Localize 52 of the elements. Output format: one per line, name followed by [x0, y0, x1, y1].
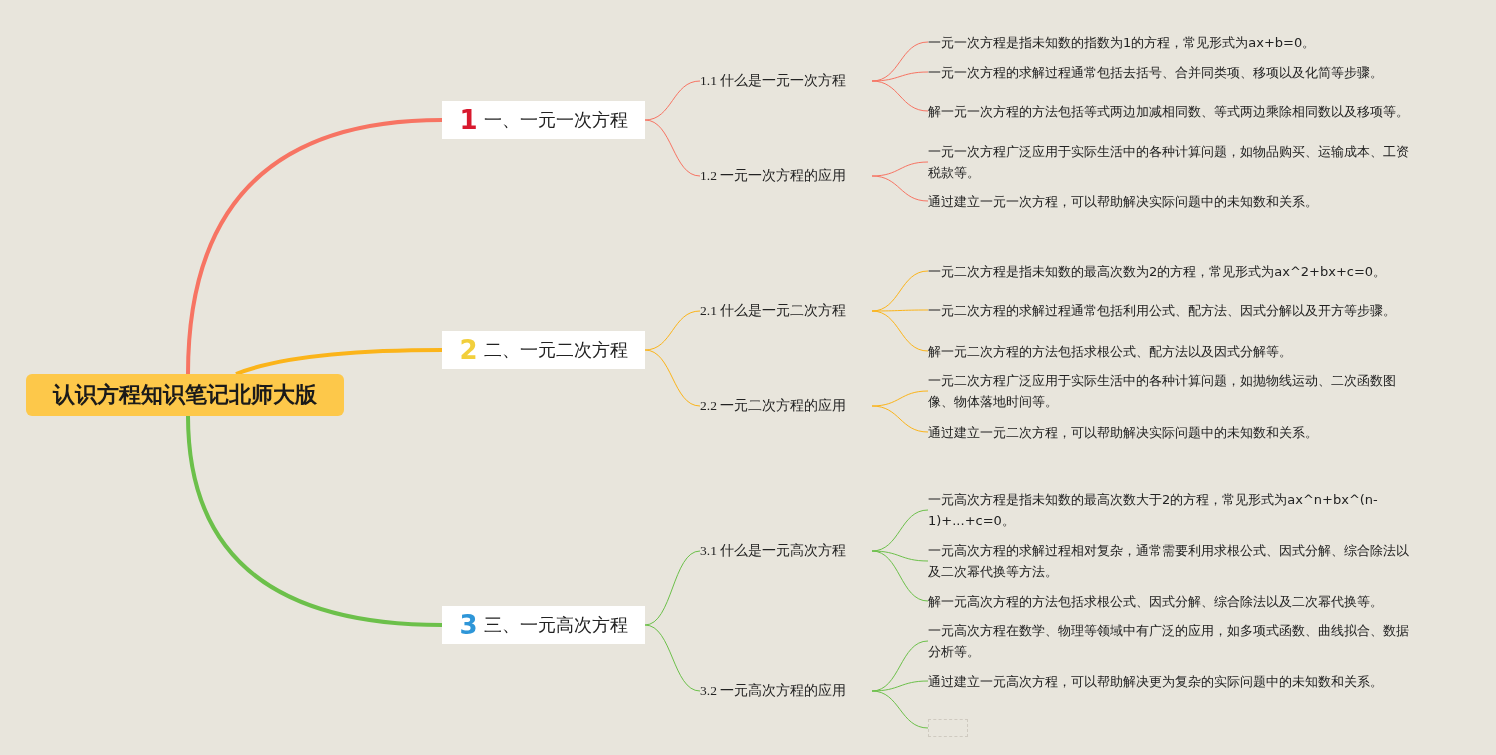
- detail-text: 一元一次方程广泛应用于实际生活中的各种计算问题，如物品购买、运输成本、工资税款等。: [928, 143, 1410, 182]
- connector-line: [871, 690, 929, 729]
- detail-text: 一元高次方程在数学、物理等领域中有广泛的应用，如多项式函数、曲线拟合、数据分析等。: [928, 622, 1410, 661]
- connector-line: [644, 550, 701, 626]
- detail-text: 一元高次方程的求解过程相对复杂，通常需要利用求根公式、因式分解、综合除法以及二次幂代换等方法。: [928, 542, 1410, 581]
- topic-text: 二、一元二次方程: [483, 338, 628, 362]
- detail-text: 解一元高次方程的方法包括求根公式、因式分解、综合除法以及二次幂代换等。: [928, 592, 1383, 611]
- detail-text: 通过建立一元一次方程，可以帮助解决实际问题中的未知数和关系。: [928, 192, 1318, 211]
- subtopic-label: 3.2 一元高次方程的应用: [700, 682, 847, 700]
- main-topic: [442, 331, 645, 369]
- connector-line: [871, 550, 929, 602]
- topic-text: 三、一元高次方程: [483, 613, 628, 637]
- empty-topic: [928, 719, 968, 737]
- connector-line: [871, 550, 929, 562]
- detail-text: 通过建立一元二次方程，可以帮助解决实际问题中的未知数和关系。: [928, 423, 1318, 442]
- topic-text: 一、一元一次方程: [483, 108, 628, 132]
- connector-line: [871, 405, 929, 433]
- connector-line: [871, 80, 929, 112]
- number-marker: 2: [459, 335, 478, 365]
- connector-line: [644, 310, 701, 351]
- central-topic: [26, 374, 344, 416]
- connector-line: [644, 119, 701, 177]
- main-topic: [442, 606, 645, 644]
- main-topic: [442, 101, 645, 139]
- detail-text: 解一元二次方程的方法包括求根公式、配方法以及因式分解等。: [928, 342, 1292, 361]
- number-marker: 3: [459, 610, 478, 640]
- detail-text: 解一元一次方程的方法包括等式两边加减相同数、等式两边乘除相同数以及移项等。: [928, 102, 1409, 121]
- branch-curve: [186, 415, 443, 627]
- branch-curve: [186, 118, 443, 375]
- connector-line: [871, 71, 929, 82]
- connector-line: [644, 349, 701, 407]
- subtopic-label: 1.2 一元一次方程的应用: [700, 167, 847, 185]
- detail-text: 一元二次方程是指未知数的最高次数为2的方程，常见形式为ax^2+bx+c=0。: [928, 262, 1387, 281]
- subtopic-label: 2.2 一元二次方程的应用: [700, 397, 847, 415]
- subtopic-label: 1.1 什么是一元一次方程: [700, 72, 847, 90]
- title-text: 认识方程知识笔记北师大版: [53, 381, 317, 409]
- detail-text: 一元一次方程的求解过程通常包括去括号、合并同类项、移项以及化简等步骤。: [928, 63, 1383, 82]
- number-marker: 1: [459, 105, 478, 135]
- detail-text: 一元高次方程是指未知数的最高次数大于2的方程，常见形式为ax^n+bx^(n-1)+...+c=0。: [928, 491, 1379, 530]
- connector-line: [644, 624, 701, 692]
- connector-line: [871, 175, 929, 202]
- detail-text: 一元一次方程是指未知数的指数为1的方程，常见形式为ax+b=0。: [928, 33, 1316, 52]
- connector-line: [871, 309, 929, 312]
- connector-line: [871, 680, 929, 692]
- connector-line: [871, 310, 929, 352]
- detail-text: 通过建立一元高次方程，可以帮助解决更为复杂的实际问题中的未知数和关系。: [928, 672, 1383, 691]
- branch-curve: [235, 348, 442, 376]
- subtopic-label: 2.1 什么是一元二次方程: [700, 302, 847, 320]
- detail-text: 一元二次方程的求解过程通常包括利用公式、配方法、因式分解以及开方等步骤。: [928, 301, 1396, 320]
- detail-text: 一元二次方程广泛应用于实际生活中的各种计算问题，如抛物线运动、二次函数图像、物体落地时间等。: [928, 372, 1397, 411]
- subtopic-label: 3.1 什么是一元高次方程: [700, 542, 847, 560]
- connector-line: [644, 80, 701, 121]
